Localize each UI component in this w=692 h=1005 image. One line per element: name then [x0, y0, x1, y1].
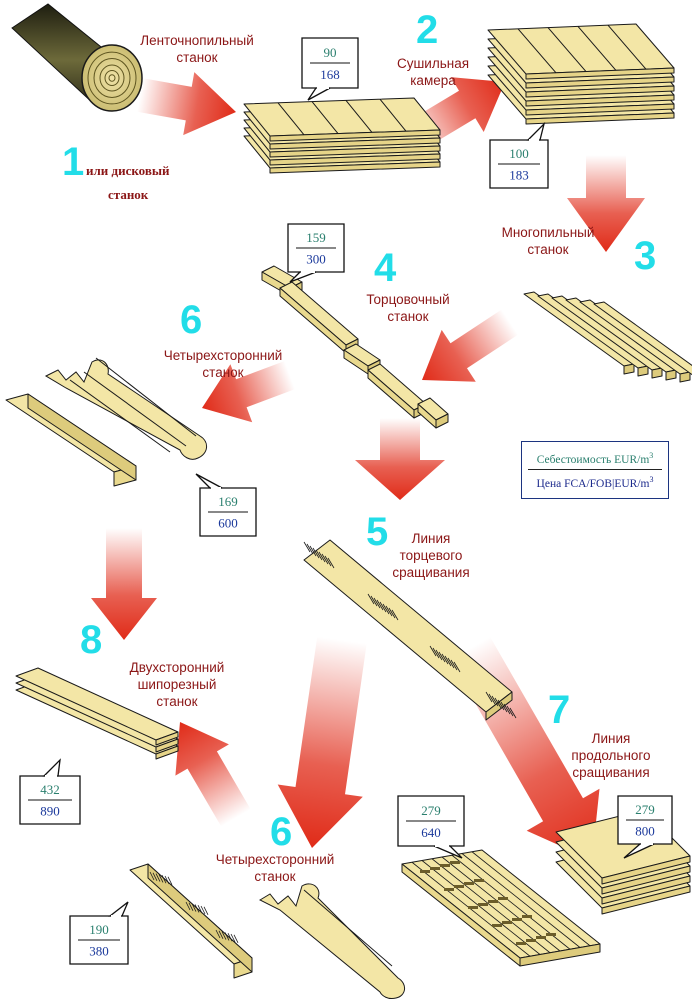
step-label-6b: Четырехсторонний станок [215, 852, 335, 884]
legend-divider [528, 469, 662, 470]
callout-4-cost: 169 [218, 494, 238, 509]
callout-2-price: 183 [509, 167, 529, 182]
step-number-3: 3 [634, 234, 657, 278]
finger-jointed-beam [303, 539, 517, 721]
legend-cost-label: Себестоимость EUR/m3 [536, 451, 654, 466]
step-label-1-bottom-a: или дисковый [86, 163, 170, 178]
callout-8-cost: 279 [635, 802, 655, 817]
sawn-strips [523, 291, 692, 383]
arrow-to-multisaw [567, 155, 645, 252]
step-label-1-bottom-b: станок [108, 187, 149, 202]
callout-3-price: 300 [306, 251, 326, 266]
step-number-8: 8 [80, 618, 103, 662]
log-end [81, 44, 143, 112]
callout-1-cost: 90 [324, 45, 337, 60]
planed-bar [5, 393, 137, 487]
callout-6-price: 380 [89, 943, 109, 958]
step-label-8: Двухсторонний шипорезный станок [129, 660, 225, 709]
step-number-7: 7 [548, 688, 571, 732]
callout-5-cost: 432 [40, 782, 60, 797]
arrow-to-crosscut [422, 309, 519, 382]
tenoned-boards [15, 667, 179, 760]
callout-2-cost: 100 [509, 146, 529, 161]
legend-price-label: Цена FCA/FOB|EUR/m3 [536, 475, 654, 490]
callout-6-cost: 190 [89, 922, 109, 937]
callout-8-price: 800 [635, 823, 655, 838]
dried-board-stack [487, 23, 675, 125]
arrow-to-4sided-top [202, 361, 296, 423]
callout-4-price: 600 [218, 515, 238, 530]
step-number-2: 2 [416, 8, 439, 52]
planed-jointed-bottom [129, 863, 405, 999]
value-callouts: 9016810018315930016960043289019038027964… [19, 37, 673, 965]
jointed-bar [129, 863, 253, 979]
arrow-to-fingerjoint [355, 418, 445, 500]
step-label-4: Торцовочный станок [366, 292, 450, 324]
step-label-5: Линия торцевого сращивания [392, 531, 470, 580]
arrow-1-to-saw [137, 72, 236, 136]
log [11, 3, 143, 112]
callout-7-cost: 279 [421, 803, 441, 818]
callout-7-price: 640 [421, 825, 441, 840]
planed-profile-top [5, 357, 207, 487]
callout-3-cost: 159 [306, 230, 326, 245]
step-label-6: Четырехсторонний станок [163, 348, 283, 380]
arrow-bottom-to-tenon [175, 722, 251, 827]
step-number-4: 4 [374, 246, 397, 290]
crosscut-pieces [261, 265, 449, 429]
step-number-1: 1 [62, 140, 85, 184]
arrow-to-4sided-bottom [277, 636, 367, 848]
moulding-profile-bottom [258, 883, 405, 999]
arrow-to-tenon [91, 528, 157, 640]
step-number-5: 5 [366, 510, 389, 554]
laminated-stack [555, 809, 691, 915]
step-label-3: Многопильный станок [501, 225, 595, 257]
moulding-profile [44, 359, 207, 460]
callout-1-price: 168 [320, 67, 340, 82]
legend-box: Себестоимость EUR/m3 Цена FCA/FOB|EUR/m3 [521, 441, 669, 499]
callout-5-price: 890 [40, 803, 60, 818]
step-number-6: 6 [180, 298, 203, 342]
step-label-7: Линия продольного сращивания [571, 731, 651, 780]
rough-board-stack [243, 97, 441, 174]
step-label-1-top: Ленточнопильный станок [140, 33, 254, 65]
step-label-2: Сушильная камера [396, 56, 470, 88]
step-number-6b: 6 [270, 810, 293, 854]
wood-illustrations [5, 3, 692, 999]
